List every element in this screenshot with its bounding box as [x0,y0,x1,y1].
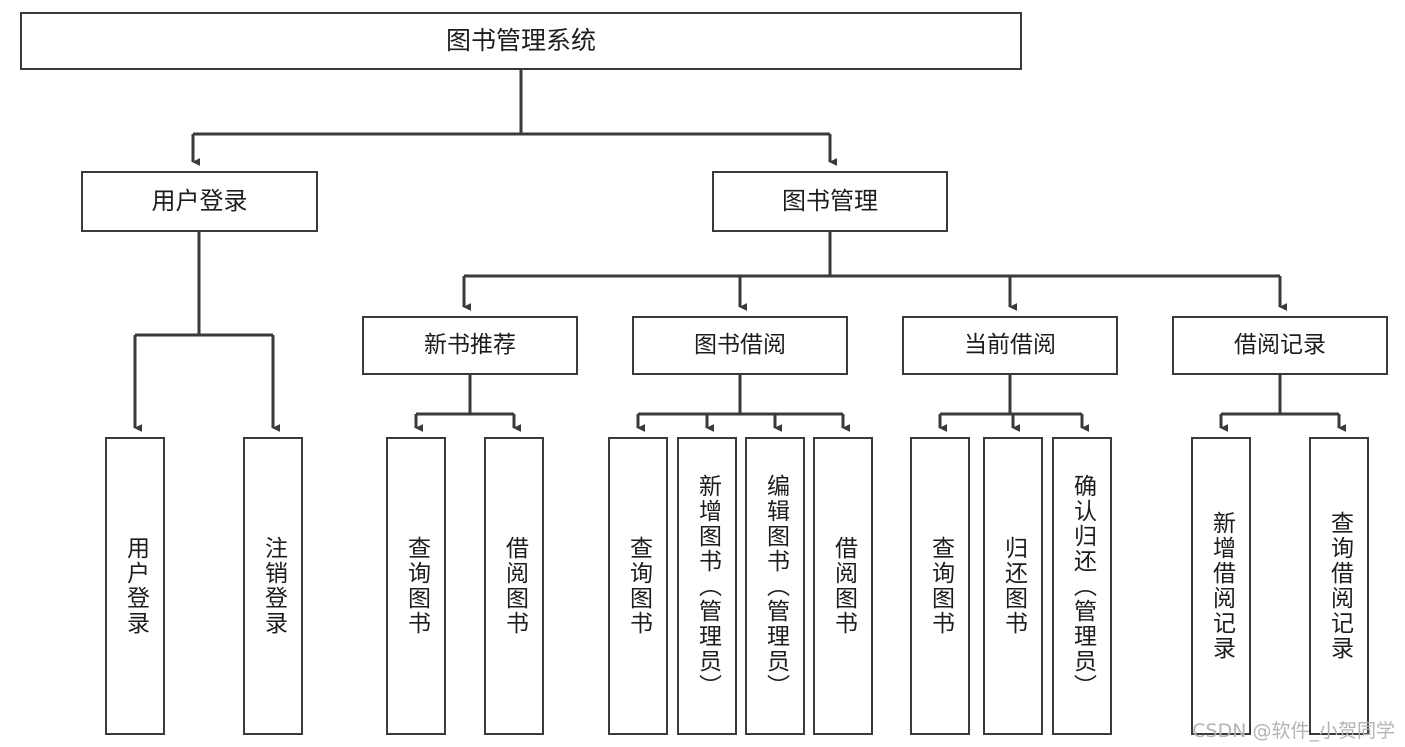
node-label: 查询图书 [403,536,430,636]
leaf-query-book-1[interactable]: 查询图书 [386,437,446,735]
node-label: 借阅图书 [830,536,857,636]
leaf-add-record[interactable]: 新增借阅记录 [1191,437,1251,735]
leaf-borrow-book-1[interactable]: 借阅图书 [484,437,544,735]
node-user-login[interactable]: 用户登录 [81,171,318,232]
node-label: 当前借阅 [964,332,1056,359]
leaf-query-book-2[interactable]: 查询图书 [608,437,668,735]
node-label: 归还图书 [1000,536,1027,636]
leaf-edit-book[interactable]: 编辑图书（管理员） [745,437,805,735]
node-label: 确认归还（管理员） [1069,473,1096,699]
node-label: 新增图书（管理员） [694,473,721,699]
node-root-system[interactable]: 图书管理系统 [20,12,1022,70]
node-label: 用户登录 [122,536,149,636]
node-label: 用户登录 [151,186,248,215]
node-label: 图书借阅 [694,332,786,359]
leaf-query-record[interactable]: 查询借阅记录 [1309,437,1369,735]
node-new-book-rec[interactable]: 新书推荐 [362,316,578,375]
node-label: 图书管理 [782,186,878,215]
node-label: 借阅记录 [1234,332,1326,359]
csdn-watermark: CSDN @软件_小贺同学 [1192,720,1395,742]
node-label: 新增借阅记录 [1208,511,1235,661]
leaf-borrow-book-2[interactable]: 借阅图书 [813,437,873,735]
node-label: 查询图书 [927,536,954,636]
node-label: 查询借阅记录 [1326,511,1353,661]
node-label: 注销登录 [260,536,287,636]
node-book-manage[interactable]: 图书管理 [712,171,948,232]
leaf-user-login[interactable]: 用户登录 [105,437,165,735]
leaf-logout[interactable]: 注销登录 [243,437,303,735]
leaf-return-book[interactable]: 归还图书 [983,437,1043,735]
leaf-query-book-3[interactable]: 查询图书 [910,437,970,735]
node-book-borrow[interactable]: 图书借阅 [632,316,848,375]
node-borrow-record[interactable]: 借阅记录 [1172,316,1388,375]
leaf-confirm-return[interactable]: 确认归还（管理员） [1052,437,1112,735]
node-current-borrow[interactable]: 当前借阅 [902,316,1118,375]
node-label: 编辑图书（管理员） [762,473,789,699]
node-label: 图书管理系统 [445,25,596,55]
node-label: 新书推荐 [424,332,516,359]
node-label: 借阅图书 [501,536,528,636]
node-label: 查询图书 [625,536,652,636]
leaf-add-book[interactable]: 新增图书（管理员） [677,437,737,735]
